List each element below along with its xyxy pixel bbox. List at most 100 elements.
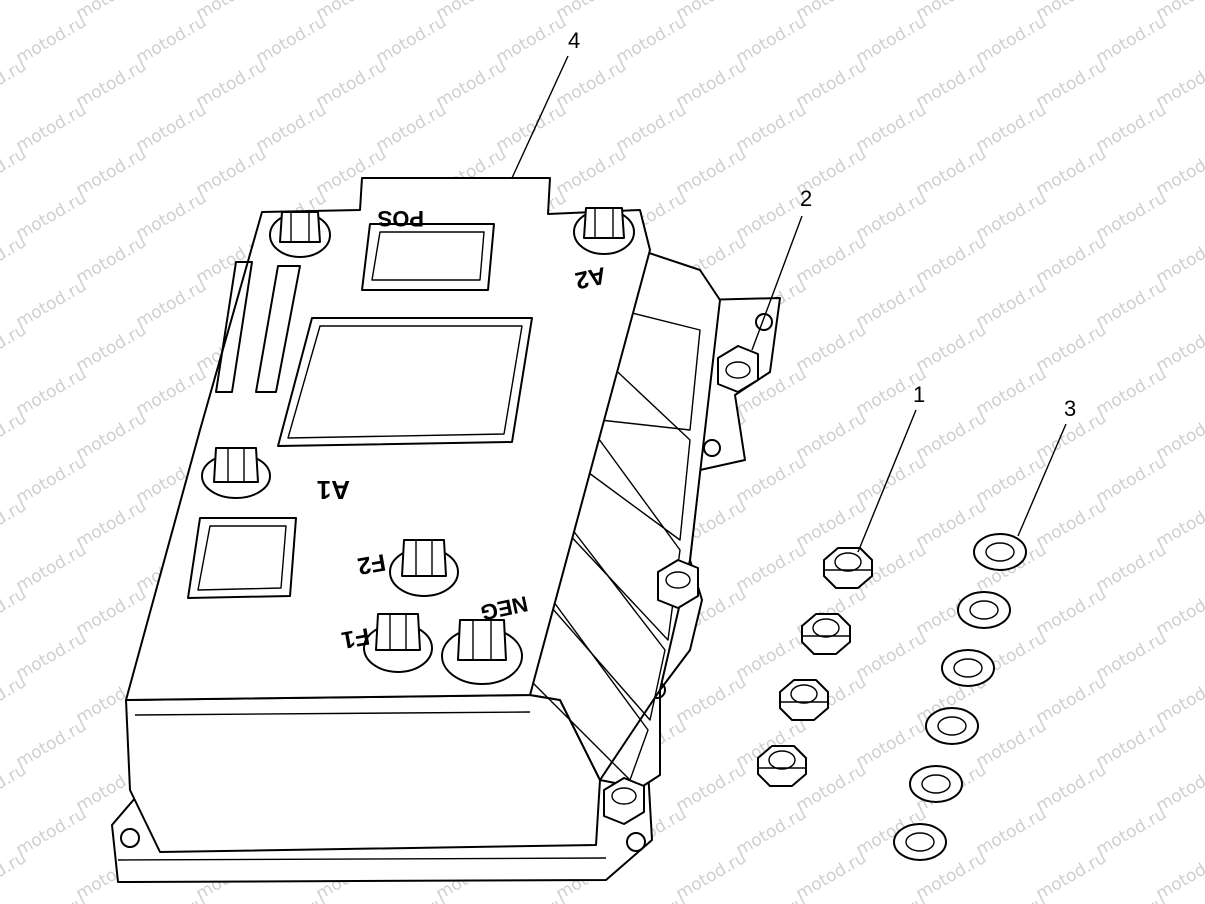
watermark-text: motod.ru <box>913 232 991 288</box>
watermark-text: motod.ru <box>1093 100 1171 156</box>
watermark-text: motod.ru <box>133 12 211 68</box>
slot-strip-1 <box>215 261 253 393</box>
watermark-text: motod.ru <box>13 892 91 904</box>
watermark-text: motod.ru <box>13 804 91 860</box>
watermark-text: motod.ru <box>853 188 931 244</box>
bolt-pos-left <box>269 211 331 258</box>
bolt-neg <box>441 619 523 685</box>
watermark-text: motod.ru <box>973 276 1051 332</box>
bolt-f2 <box>389 539 459 597</box>
watermark-text: motod.ru <box>853 628 931 684</box>
watermark-text: motod.ru <box>1093 892 1171 904</box>
watermark-text: motod.ru <box>973 364 1051 420</box>
watermark-text: motod.ru <box>1033 584 1111 640</box>
leader-1 <box>857 409 917 553</box>
housing-side <box>529 249 721 781</box>
watermark-text: motod.ru <box>853 12 931 68</box>
watermark-text: motod.ru <box>13 100 91 156</box>
watermark-text: motod.ru <box>13 276 91 332</box>
washer <box>909 765 963 803</box>
watermark-text: motod.ru <box>913 56 991 112</box>
watermark-text: motod.ru <box>1093 12 1171 68</box>
nut <box>823 547 873 589</box>
side-connector <box>187 517 297 599</box>
watermark-text: motod.ru <box>493 12 571 68</box>
controller-body <box>111 177 781 883</box>
watermark-text: motod.ru <box>673 760 751 816</box>
watermark-text: motod.ru <box>793 232 871 288</box>
watermark-text: motod.ru <box>1093 188 1171 244</box>
watermark-text: motod.ru <box>853 100 931 156</box>
slot-strip-2 <box>255 265 301 393</box>
watermark-text: motod.ru <box>673 56 751 112</box>
watermark-text: motod.ru <box>373 892 451 904</box>
watermark-text: motod.ru <box>1093 628 1171 684</box>
watermark-text: motod.ru <box>973 892 1051 904</box>
callout-numbers: 4 2 1 3 <box>568 28 1076 421</box>
watermark-text: motod.ru <box>193 144 271 200</box>
watermark-text: motod.ru <box>13 364 91 420</box>
flange-hole-left <box>120 828 140 848</box>
side-connector-inner <box>197 525 287 591</box>
watermark-text: motod.ru <box>853 276 931 332</box>
top-connector <box>361 223 495 291</box>
bolt-a1 <box>201 447 271 499</box>
watermark-text: motod.ru <box>73 144 151 200</box>
watermark-text: motod.ru <box>973 12 1051 68</box>
watermark-text: motod.ru <box>1033 760 1111 816</box>
watermark-text: motod.ru <box>133 188 211 244</box>
watermark-text: motod.ru <box>793 848 871 904</box>
watermark-text: motod.ru <box>913 320 991 376</box>
watermark-text: motod.ru <box>613 12 691 68</box>
watermark-text: motod.ru <box>1033 56 1111 112</box>
watermark-text: motod.ru <box>133 100 211 156</box>
watermark-text: motod.ru <box>13 188 91 244</box>
loose-nuts <box>757 547 873 787</box>
rail-hole-2 <box>703 439 721 457</box>
watermark-text: motod.ru <box>73 408 151 464</box>
watermark-text: motod.ru <box>1033 672 1111 728</box>
watermark-text: motod.ru <box>673 848 751 904</box>
watermark-text: motod.ru <box>733 188 811 244</box>
callout-3: 3 <box>1064 396 1076 421</box>
washer <box>941 649 995 687</box>
label-pos: POS <box>378 206 424 231</box>
watermark-text: motod.ru <box>313 56 391 112</box>
watermark-text: motod.ru <box>553 144 631 200</box>
watermark-text: motod.ru <box>793 320 871 376</box>
watermark-text: motod.ru <box>253 12 331 68</box>
watermark-text: motod.ru <box>253 892 331 904</box>
washer <box>973 533 1027 571</box>
watermark-text: motod.ru <box>913 408 991 464</box>
display-window-outer <box>277 317 533 447</box>
housing-front <box>125 694 601 853</box>
leader-2 <box>751 215 803 351</box>
watermark-text: motod.ru <box>253 100 331 156</box>
watermark-text: motod.ru <box>853 716 931 772</box>
watermark-text: motod.ru <box>73 584 151 640</box>
watermark-text: motod.ru <box>493 100 571 156</box>
watermark-text: motod.ru <box>1033 232 1111 288</box>
watermark-text: motod.ru <box>1093 276 1171 332</box>
label-f2: F2 <box>355 548 387 579</box>
rail-nut-mid <box>657 559 699 609</box>
watermark-text: motod.ru <box>193 56 271 112</box>
bolt-a2 <box>573 207 635 255</box>
watermark-text: motod.ru <box>733 540 811 596</box>
watermark-text: motod.ru <box>793 408 871 464</box>
label-a1: A1 <box>317 475 350 505</box>
callout-2: 2 <box>800 186 812 211</box>
watermark-text: motod.ru <box>793 496 871 552</box>
watermark-text: motod.ru <box>1033 320 1111 376</box>
watermark-text: motod.ru <box>73 232 151 288</box>
watermark-text: motod.ru <box>733 628 811 684</box>
watermark-text: motod.ru <box>973 100 1051 156</box>
watermark-text: motod.ru <box>1033 144 1111 200</box>
watermark-text: motod.ru <box>73 320 151 376</box>
watermark-text: motod.ru <box>1033 496 1111 552</box>
watermark-text: motod.ru <box>13 628 91 684</box>
watermark-text: motod.ru <box>0 0 30 24</box>
watermark-text: motod.ru <box>433 56 511 112</box>
